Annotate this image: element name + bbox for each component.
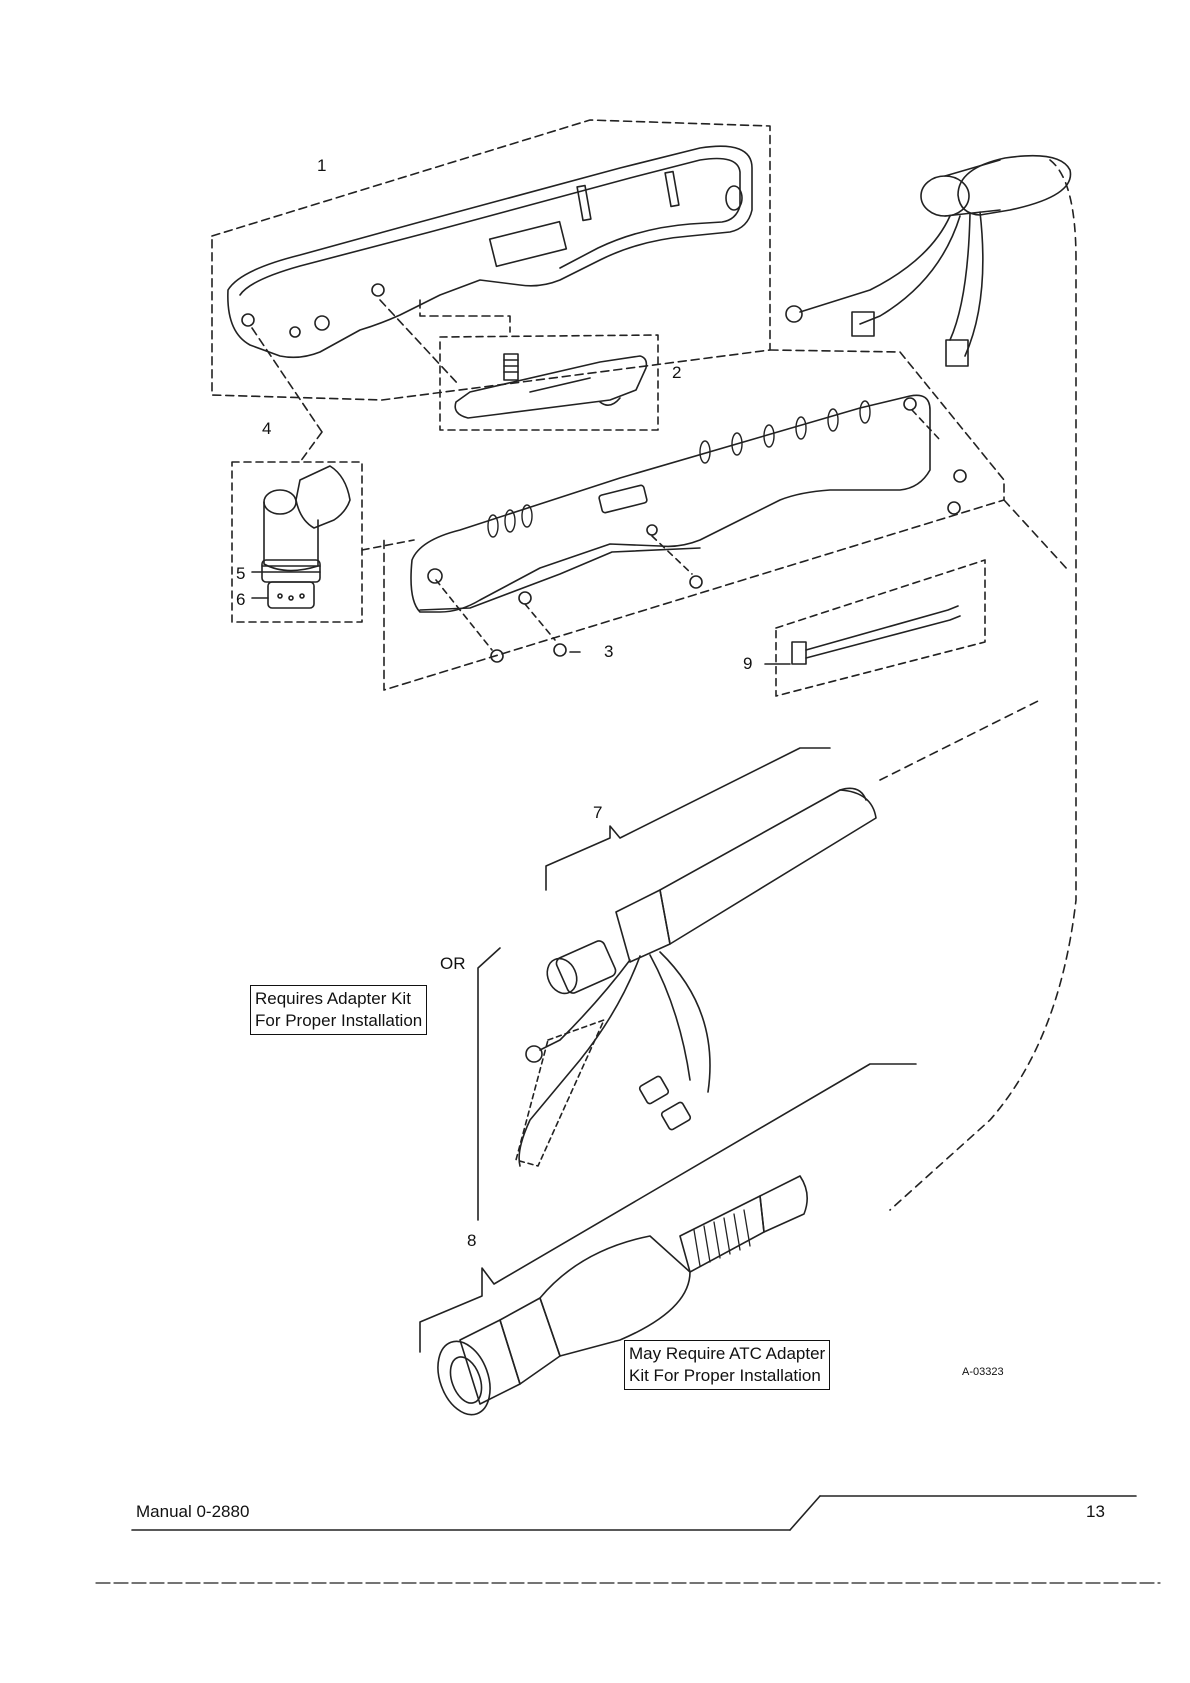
- callout-2: 2: [672, 364, 681, 381]
- atc-adapter-note: May Require ATC Adapter Kit For Proper I…: [624, 1340, 830, 1390]
- lead-assembly-part: [516, 748, 876, 1166]
- atc-adapter-note-line-1: May Require ATC Adapter: [629, 1343, 825, 1365]
- adapter-kit-note: Requires Adapter Kit For Proper Installa…: [250, 985, 427, 1035]
- callout-8: 8: [467, 1232, 476, 1249]
- callout-9: 9: [743, 655, 752, 672]
- torch-head-part: [252, 466, 350, 608]
- callout-1: 1: [317, 157, 326, 174]
- switch-leads-part: [786, 156, 1071, 366]
- callout-7: 7: [593, 804, 602, 821]
- handle-half-part: [228, 146, 752, 357]
- adapter-kit-note-line-2: For Proper Installation: [255, 1010, 422, 1032]
- page-number: 13: [1086, 1502, 1105, 1522]
- leads-part: [765, 606, 960, 664]
- switch-leads-group-box: [384, 350, 1004, 690]
- manual-number: Manual 0-2880: [136, 1502, 249, 1522]
- callout-4: 4: [262, 420, 271, 437]
- callout-5: 5: [236, 565, 245, 582]
- leads-group-box: [776, 560, 985, 696]
- footer-rule: [132, 1496, 1136, 1530]
- handle-body-part: [411, 395, 930, 612]
- or-bracket: [478, 948, 500, 1220]
- trigger-group-box: [440, 335, 658, 430]
- figure-id: A-03323: [962, 1366, 1004, 1378]
- atc-adapter-note-line-2: Kit For Proper Installation: [629, 1365, 825, 1387]
- callout-6: 6: [236, 591, 245, 608]
- callout-3: 3: [604, 643, 613, 660]
- or-label: OR: [440, 955, 466, 972]
- trigger-part: [455, 354, 646, 418]
- adapter-kit-note-line-1: Requires Adapter Kit: [255, 988, 422, 1010]
